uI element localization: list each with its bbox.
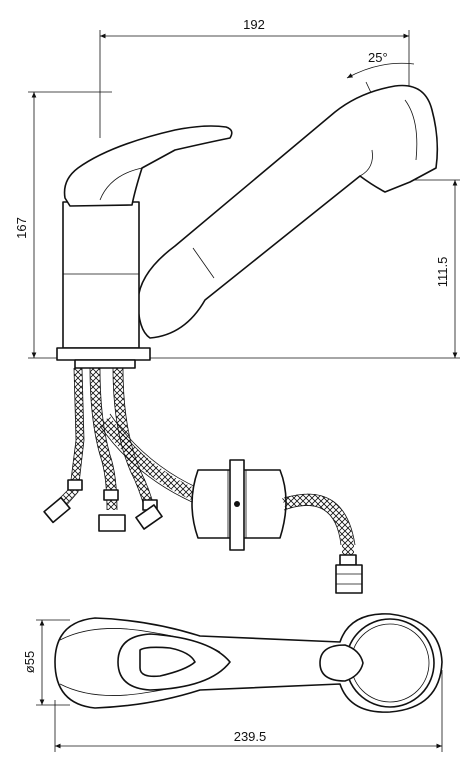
plan-view: ø55 239.5 (22, 613, 443, 752)
dim-height-total-label: 167 (14, 217, 29, 239)
side-elevation: 192 25° 167 111.5 (14, 17, 460, 594)
dimension-width-top: 192 (99, 17, 410, 175)
dimension-diameter-base: ø55 (22, 619, 70, 706)
dim-diameter-label: ø55 (22, 651, 37, 673)
dim-width-label: 192 (243, 17, 265, 32)
dimension-length-plan: 239.5 (54, 670, 443, 752)
hoses (43, 367, 199, 532)
dimension-height-spout: 111.5 (150, 179, 460, 359)
dim-angle-label: 25° (368, 50, 388, 65)
faucet-body-side (56, 84, 439, 369)
dim-height-spout-label: 111.5 (435, 257, 450, 288)
filter-housing (191, 459, 363, 594)
dim-length-label: 239.5 (234, 729, 267, 744)
dimension-height-total: 167 (14, 91, 112, 359)
